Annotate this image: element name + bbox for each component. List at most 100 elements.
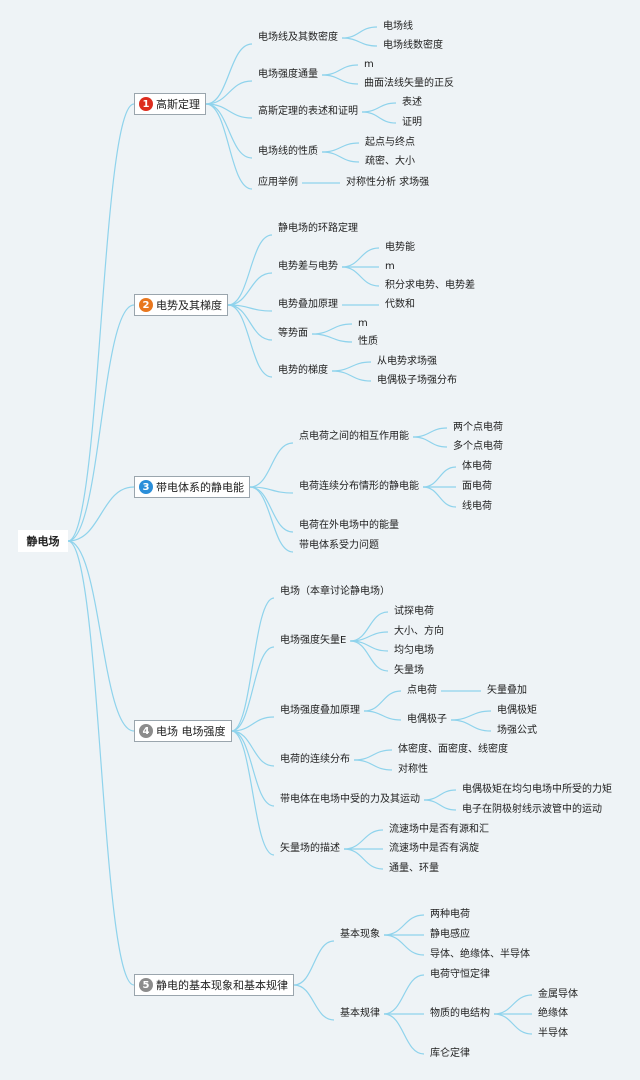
link-branch-leaf	[412, 436, 448, 448]
link-topic-branch	[227, 272, 273, 306]
leaf-item[interactable]: 流速场中是否有源和汇	[389, 824, 489, 835]
link-branch-leaf	[311, 333, 353, 343]
number-badge: 1	[139, 97, 153, 111]
link-branch-leaf	[321, 64, 359, 76]
branch-item[interactable]: 电场强度叠加原理	[280, 705, 360, 716]
leaf-item[interactable]: 大小、方向	[394, 626, 444, 637]
leaf-item[interactable]: 导体、绝缘体、半导体	[430, 949, 530, 960]
leaf-item[interactable]: 电偶极矩在均匀电场中所受的力矩	[462, 784, 612, 795]
leaf-item[interactable]: 疏密、大小	[365, 156, 415, 167]
branch-item[interactable]: 电场强度矢量E	[280, 635, 347, 646]
leaf-item[interactable]: 性质	[358, 336, 378, 347]
link-topic-branch	[205, 103, 253, 159]
leaf-item[interactable]: 矢量场	[394, 665, 424, 676]
link-topic-branch	[249, 442, 294, 488]
leaf-item[interactable]: 物质的电结构	[430, 1008, 490, 1019]
leaf-item[interactable]: 积分求电势、电势差	[385, 280, 475, 291]
link-topic-branch	[231, 730, 275, 807]
link-branch-leaf	[423, 799, 457, 811]
link-leaf-subleaf	[450, 719, 492, 732]
branch-item[interactable]: 电场强度通量	[258, 69, 318, 80]
branch-item[interactable]: 电势差与电势	[278, 261, 338, 272]
leaf-item[interactable]: 表述	[402, 97, 422, 108]
leaf-item[interactable]: 代数和	[385, 299, 415, 310]
leaf-item[interactable]: 体电荷	[462, 461, 492, 472]
leaf-item[interactable]: 电子在阴极射线示波管中的运动	[462, 804, 602, 815]
subleaf-item[interactable]: 金属导体	[538, 989, 578, 1000]
link-root-topic	[67, 486, 135, 542]
leaf-item[interactable]: 电势能	[385, 242, 415, 253]
leaf-item[interactable]: 均匀电场	[394, 645, 434, 656]
branch-item[interactable]: 等势面	[278, 328, 308, 339]
subleaf-item[interactable]: 绝缘体	[538, 1008, 568, 1019]
link-topic-branch	[205, 43, 253, 105]
branch-item[interactable]: 点电荷之间的相互作用能	[299, 431, 409, 442]
branch-item[interactable]: 静电场的环路定理	[278, 223, 358, 234]
leaf-item[interactable]: 电偶极子	[407, 714, 447, 725]
leaf-item[interactable]: 两个点电荷	[453, 422, 503, 433]
subleaf-item[interactable]: 电偶极矩	[497, 705, 537, 716]
leaf-item[interactable]: 试探电荷	[394, 606, 434, 617]
branch-item[interactable]: 电势叠加原理	[278, 299, 338, 310]
link-root-topic	[67, 540, 135, 732]
leaf-item[interactable]: m	[358, 318, 368, 329]
branch-item[interactable]: 应用举例	[258, 177, 298, 188]
leaf-item[interactable]: 曲面法线矢量的正反	[364, 78, 454, 89]
branch-item[interactable]: 带电体系受力问题	[299, 540, 379, 551]
branch-item[interactable]: 电势的梯度	[278, 365, 328, 376]
subleaf-item[interactable]: 半导体	[538, 1028, 568, 1039]
link-topic-branch	[249, 486, 294, 553]
leaf-item[interactable]: 面电荷	[462, 481, 492, 492]
link-branch-leaf	[321, 74, 359, 85]
branch-item[interactable]: 电场（本章讨论静电场）	[280, 586, 390, 597]
branch-item[interactable]: 矢量场的描述	[280, 843, 340, 854]
branch-item[interactable]: 高斯定理的表述和证明	[258, 106, 358, 117]
branch-item[interactable]: 电荷在外电场中的能量	[299, 520, 399, 531]
leaf-item[interactable]: 从电势求场强	[377, 356, 437, 367]
link-branch-leaf	[341, 266, 380, 287]
leaf-item[interactable]: 库仑定律	[430, 1048, 470, 1059]
number-badge: 3	[139, 480, 153, 494]
root-node[interactable]: 静电场	[18, 530, 68, 552]
leaf-item[interactable]: 证明	[402, 117, 422, 128]
number-badge: 2	[139, 298, 153, 312]
leaf-item[interactable]: 电场线数密度	[383, 40, 443, 51]
subleaf-item[interactable]: 场强公式	[497, 725, 537, 736]
leaf-item[interactable]: 起点与终点	[365, 137, 415, 148]
leaf-item[interactable]: 静电感应	[430, 929, 470, 940]
link-branch-leaf	[331, 361, 372, 372]
branch-item[interactable]: 电荷连续分布情形的静电能	[299, 481, 419, 492]
link-branch-leaf	[353, 759, 393, 771]
leaf-item[interactable]: m	[364, 59, 374, 70]
branch-item[interactable]: 电场线的性质	[258, 146, 318, 157]
leaf-item[interactable]: 流速场中是否有涡旋	[389, 843, 479, 854]
leaf-item[interactable]: 电场线	[383, 21, 413, 32]
branch-item[interactable]: 电荷的连续分布	[280, 754, 350, 765]
leaf-item[interactable]: 点电荷	[407, 685, 437, 696]
leaf-item[interactable]: 电偶极子场强分布	[377, 375, 457, 386]
leaf-item[interactable]: 对称性分析 求场强	[346, 177, 430, 188]
branch-item[interactable]: 电场线及其数密度	[258, 32, 338, 43]
leaf-item[interactable]: 电荷守恒定律	[430, 969, 490, 980]
link-branch-leaf	[383, 914, 425, 936]
subleaf-item[interactable]: 矢量叠加	[487, 685, 527, 696]
leaf-item[interactable]: 体密度、面密度、线密度	[398, 744, 508, 755]
branch-item[interactable]: 带电体在电场中受的力及其运动	[280, 794, 420, 805]
leaf-item[interactable]: 对称性	[398, 764, 428, 775]
link-branch-leaf	[331, 370, 372, 382]
branch-item[interactable]: 基本现象	[340, 929, 380, 940]
topic-label: 带电体系的静电能	[156, 481, 244, 494]
leaf-item[interactable]: 通量、环量	[389, 863, 439, 874]
link-branch-leaf	[321, 142, 360, 153]
leaf-item[interactable]: m	[385, 261, 395, 272]
leaf-item[interactable]: 两种电荷	[430, 909, 470, 920]
leaf-item[interactable]: 多个点电荷	[453, 441, 503, 452]
branch-item[interactable]: 基本规律	[340, 1008, 380, 1019]
topic-label: 电场 电场强度	[156, 725, 226, 738]
leaf-item[interactable]: 线电荷	[462, 501, 492, 512]
